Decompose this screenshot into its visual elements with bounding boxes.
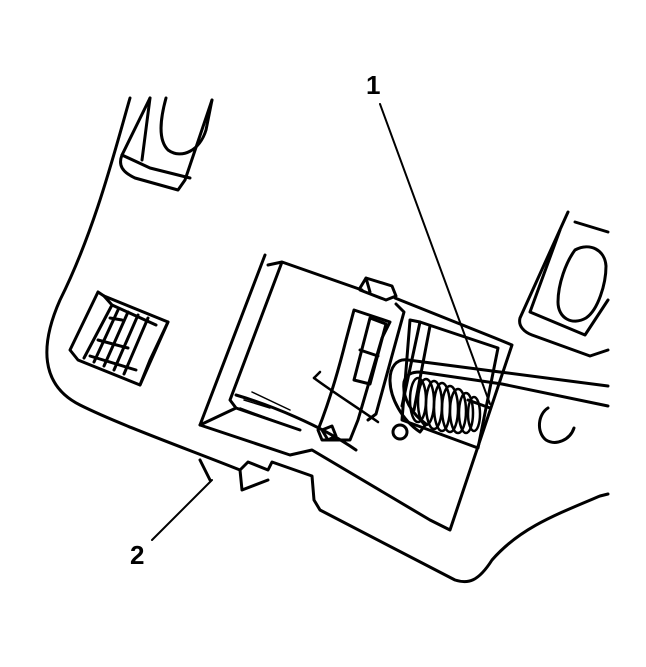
pick-tool[interactable] xyxy=(388,358,610,434)
right-slot-inner xyxy=(556,245,608,323)
panel-lower-edge xyxy=(198,458,270,492)
panel-outline xyxy=(45,96,610,584)
callout-label-2: 2 xyxy=(130,540,145,570)
left-grille-frame xyxy=(82,294,170,387)
coil-spring xyxy=(408,376,482,435)
retaining-wire xyxy=(312,376,380,424)
callout-label-1: 1 xyxy=(366,70,381,100)
right-slot xyxy=(518,210,610,358)
leader-line-1 xyxy=(379,103,491,405)
mounting-hole xyxy=(538,406,576,444)
left-grille xyxy=(68,290,170,387)
recess-floor xyxy=(234,393,358,452)
upper-slot-bevel xyxy=(120,96,192,180)
leader-line-2 xyxy=(151,479,213,541)
lever-cam xyxy=(320,424,338,442)
upper-slot-inner xyxy=(159,96,214,156)
left-grille-slats xyxy=(88,308,150,376)
release-lever xyxy=(316,308,392,442)
pivot-pin xyxy=(391,423,409,441)
release-lever-slot xyxy=(352,316,388,386)
recess-outer xyxy=(198,253,514,532)
recess-floor-hatch xyxy=(239,391,301,431)
top-tab xyxy=(358,276,398,302)
right-slot-frame xyxy=(528,220,610,337)
recess-inner-wall xyxy=(198,260,364,432)
retaining-wire-hook xyxy=(312,370,322,380)
